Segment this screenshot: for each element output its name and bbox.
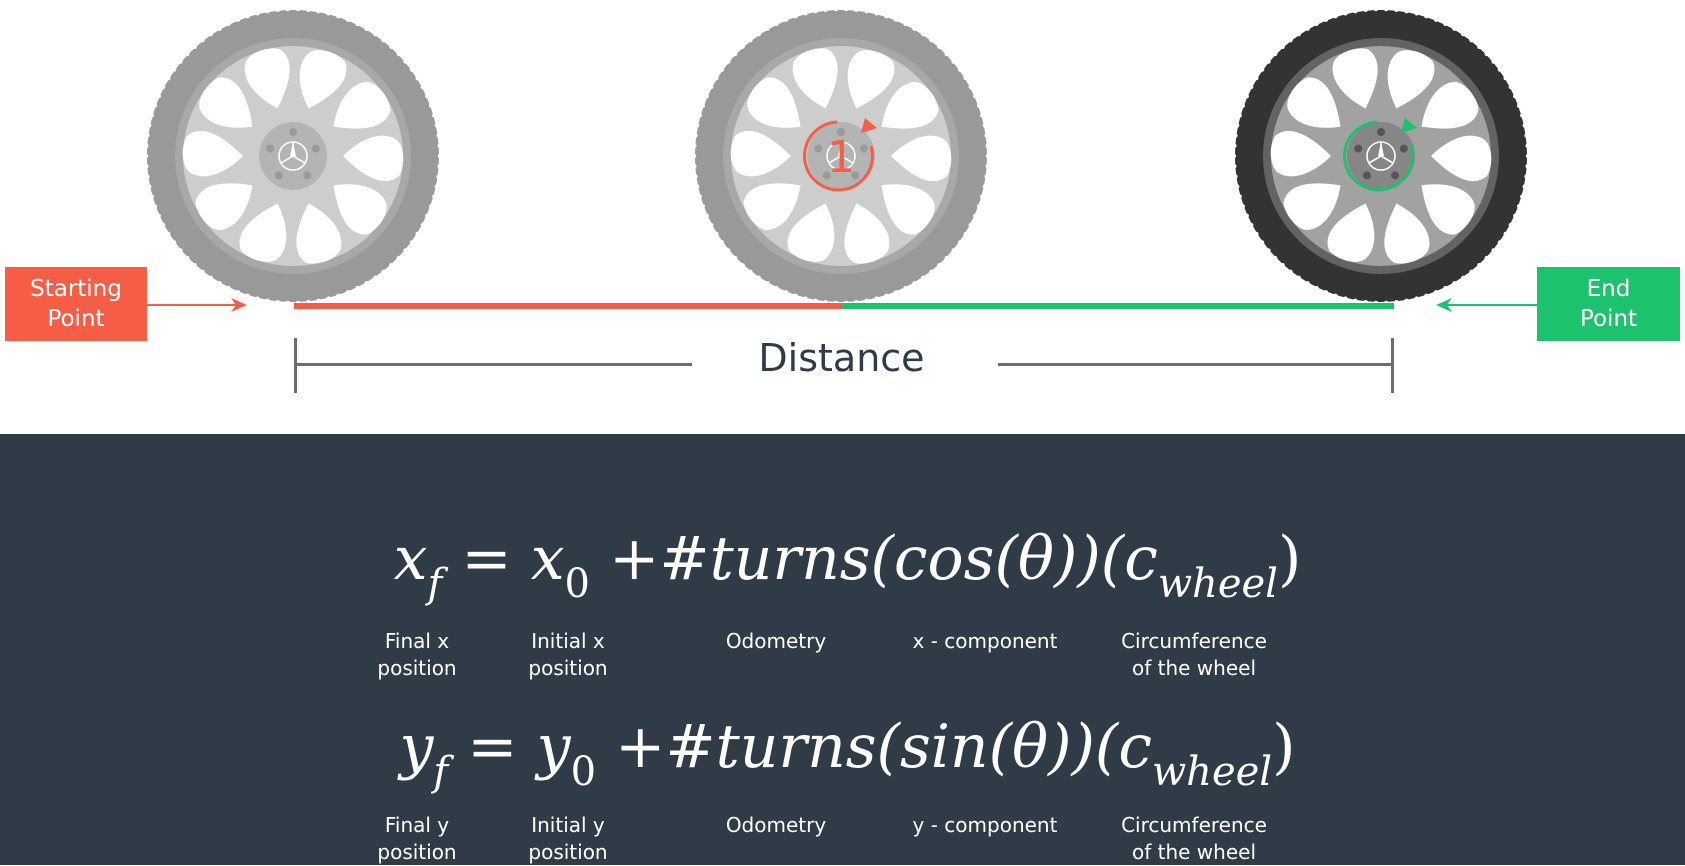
distance-tick-right — [1391, 338, 1394, 393]
eq-x-lhs: x — [393, 524, 428, 594]
eq-y-equals: = — [467, 712, 518, 782]
equation-x: xf = x0 +#turns(cos(θ))(cwheel) — [375, 524, 1320, 607]
wheel-drawing — [143, 6, 443, 306]
track-first-turn — [294, 303, 842, 309]
turn-count-label: 1 — [827, 132, 855, 183]
label-final-x: Final x position — [377, 629, 457, 680]
label-circumference-y: Circumference of the wheel — [1121, 813, 1267, 864]
distance-line-left — [294, 363, 692, 366]
eq-x-circ: (c — [1100, 524, 1158, 594]
wheel-drawing — [1231, 6, 1531, 306]
eq-y-plus: + — [615, 712, 666, 782]
eq-y-init-sub: 0 — [570, 749, 597, 795]
eq-y-trig: (sin(θ)) — [876, 712, 1095, 782]
eq-x-init-sub: 0 — [564, 561, 590, 607]
eq-y-lhs-sub: f — [433, 749, 449, 795]
end-point-label: End Point — [1537, 267, 1680, 341]
odometry-diagram: 1 Starting Point End Point Distance — [5, 6, 1680, 393]
eq-y-circ: (c — [1094, 712, 1152, 782]
wheel-end — [1231, 6, 1531, 306]
eq-x-circ-sub: wheel — [1157, 561, 1278, 607]
equation-y: yf = y0 +#turns(sin(θ))(cwheel) — [375, 712, 1320, 795]
track-second-turn — [842, 303, 1394, 309]
eq-x-trig: (cos(θ)) — [870, 524, 1101, 594]
label-circumference-x: Circumference of the wheel — [1121, 629, 1267, 680]
distance-label: Distance — [758, 336, 925, 380]
equations-panel — [0, 434, 1685, 865]
starting-point-label: Starting Point — [5, 267, 147, 341]
wheel-drawing: 1 — [691, 6, 991, 306]
eq-x-init: x — [530, 524, 565, 594]
distance-line-right — [998, 363, 1394, 366]
label-y-component: y - component — [912, 813, 1058, 837]
eq-y-turns: #turns — [665, 712, 877, 782]
rotation-arrowhead-icon — [1401, 118, 1417, 133]
eq-x-equals: = — [461, 524, 512, 594]
eq-x-plus: + — [609, 524, 660, 594]
wheel-start — [143, 6, 443, 306]
start-arrow-icon — [147, 298, 247, 312]
eq-y-circ-close: ) — [1272, 712, 1296, 782]
end-arrow-icon — [1436, 298, 1538, 312]
rotation-arrow-icon — [1343, 120, 1414, 192]
eq-y-lhs: y — [399, 712, 434, 782]
label-odometry-y: Odometry — [725, 813, 827, 837]
wheel-middle: 1 — [691, 6, 991, 306]
label-final-y: Final y position — [377, 813, 457, 864]
label-x-component: x - component — [912, 629, 1058, 653]
eq-x-lhs-sub: f — [427, 561, 443, 607]
label-initial-y: Initial y position — [528, 813, 608, 864]
label-odometry-x: Odometry — [725, 629, 827, 653]
eq-x-turns: #turns — [659, 524, 871, 594]
eq-y-circ-sub: wheel — [1151, 749, 1273, 795]
rotation-arrowhead-icon — [861, 118, 877, 133]
rotation-arrow-icon — [803, 120, 874, 192]
label-initial-x: Initial x position — [528, 629, 608, 680]
eq-x-circ-close: ) — [1277, 524, 1302, 594]
eq-y-init: y — [536, 712, 571, 782]
